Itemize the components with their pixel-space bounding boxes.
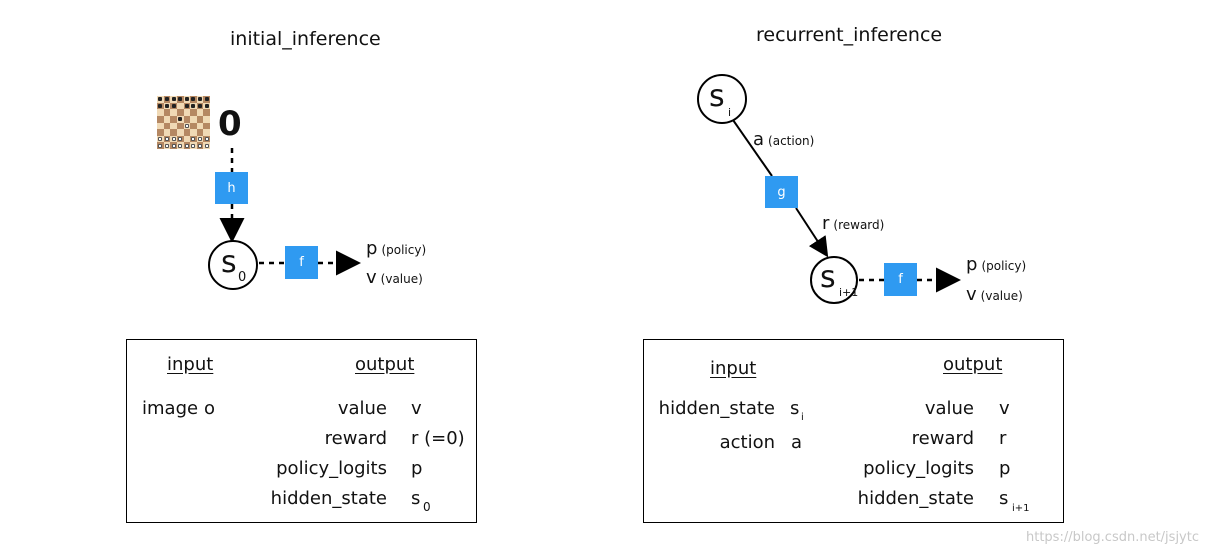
left-output-header: output <box>355 354 415 375</box>
left-policy-symbol: p <box>366 238 378 259</box>
f-function-box-right: f <box>884 263 917 296</box>
state-si-sub: i <box>728 106 732 119</box>
recurrent-inference-title: recurrent_inference <box>756 24 943 46</box>
left-value-note: (value) <box>380 272 423 286</box>
right-policy-output: p(policy) <box>966 254 1026 275</box>
left-output-hidden-sub: 0 <box>423 500 431 514</box>
initial-inference-title: initial_inference <box>230 28 381 50</box>
state-si1-node: s i+1 <box>810 256 858 304</box>
left-input-name: image <box>142 398 199 419</box>
left-output-policy-name: policy_logits <box>276 458 387 479</box>
right-output-reward-symbol: r <box>999 428 1007 449</box>
left-input-symbol: o <box>204 398 216 419</box>
watermark: https://blog.csdn.net/jsjytc <box>1026 530 1199 545</box>
right-input-action-symbol: a <box>791 432 803 453</box>
h-function-label: h <box>227 180 236 196</box>
right-input-hidden-sub: i <box>801 412 804 423</box>
observation-label: 0 <box>218 104 242 144</box>
right-policy-note: (policy) <box>981 259 1027 273</box>
action-edge-label: a(action) <box>753 129 814 150</box>
state-si-node: s i <box>697 74 747 124</box>
initial-inference-table: input output image o value v reward r (=… <box>126 339 477 523</box>
chessboard-icon <box>157 96 210 149</box>
left-output-value-name: value <box>337 398 387 419</box>
left-output-hidden-name: hidden_state <box>270 488 387 509</box>
left-value-output: v(value) <box>366 267 423 288</box>
left-input-header: input <box>167 354 214 375</box>
state-s0-sub: 0 <box>238 270 247 285</box>
left-output-reward-name: reward <box>324 428 387 449</box>
right-output-policy-symbol: p <box>999 458 1011 479</box>
right-input-hidden-name: hidden_state <box>658 398 775 419</box>
left-output-hidden-symbol: s <box>411 488 421 509</box>
right-output-hidden-symbol: s <box>999 488 1009 509</box>
left-output-policy-symbol: p <box>411 458 423 479</box>
state-si-main: s <box>709 79 725 114</box>
right-output-value-symbol: v <box>999 398 1010 419</box>
state-si1-sub: i+1 <box>839 286 859 299</box>
left-policy-output: p(policy) <box>366 238 426 259</box>
left-policy-note: (policy) <box>381 243 427 257</box>
g-function-box: g <box>765 176 798 208</box>
left-value-symbol: v <box>366 267 377 288</box>
f-function-label-right: f <box>898 272 903 287</box>
f-function-label-left: f <box>299 255 304 270</box>
right-value-symbol: v <box>966 284 977 305</box>
recurrent-inference-table: input output hidden_state s i action a v… <box>643 339 1064 523</box>
right-output-hidden-sub: i+1 <box>1012 503 1030 514</box>
reward-edge-label: r(reward) <box>822 213 884 234</box>
right-value-note: (value) <box>980 289 1023 303</box>
action-note: (action) <box>768 134 815 148</box>
h-function-box: h <box>215 172 248 204</box>
right-output-value-name: value <box>924 398 974 419</box>
right-input-action-name: action <box>719 432 775 453</box>
right-input-header: input <box>710 358 757 379</box>
reward-note: (reward) <box>833 218 885 232</box>
reward-symbol: r <box>822 213 830 234</box>
right-output-hidden-name: hidden_state <box>857 488 974 509</box>
left-output-value-symbol: v <box>411 398 422 419</box>
right-output-reward-name: reward <box>911 428 974 449</box>
right-output-policy-name: policy_logits <box>863 458 974 479</box>
g-function-label: g <box>777 184 786 200</box>
state-si1-main: s <box>820 260 836 295</box>
right-policy-symbol: p <box>966 254 978 275</box>
state-s0-main: s <box>221 245 237 280</box>
state-s0-node: s 0 <box>208 240 258 290</box>
f-function-box-left: f <box>285 246 318 279</box>
right-output-header: output <box>943 354 1003 375</box>
action-symbol: a <box>753 129 765 150</box>
right-input-hidden-symbol: s <box>790 398 800 419</box>
right-value-output: v(value) <box>966 284 1023 305</box>
edge-si-to-g <box>732 119 773 177</box>
edge-g-to-si1 <box>795 207 829 258</box>
left-output-reward-symbol: r (=0) <box>411 428 465 449</box>
